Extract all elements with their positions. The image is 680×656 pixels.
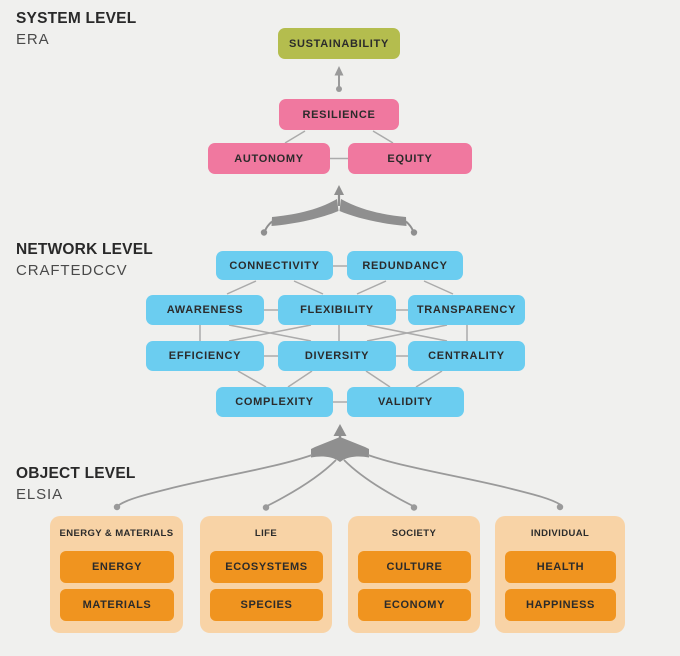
node-ecosystems: ECOSYSTEMS bbox=[210, 551, 323, 583]
node-culture: CULTURE bbox=[358, 551, 471, 583]
system-level-label: SYSTEM LEVEL ERA bbox=[16, 10, 136, 48]
node-complexity: COMPLEXITY bbox=[216, 387, 333, 417]
node-happiness: HAPPINESS bbox=[505, 589, 616, 621]
group-header: LIFE bbox=[254, 528, 278, 539]
node-diversity: DIVERSITY bbox=[278, 341, 396, 371]
node-connectivity: CONNECTIVITY bbox=[216, 251, 333, 280]
node-redundancy: REDUNDANCY bbox=[347, 251, 463, 280]
group-individual: INDIVIDUAL HEALTH HAPPINESS bbox=[495, 516, 625, 633]
node-economy: ECONOMY bbox=[358, 589, 471, 621]
object-level-title: OBJECT LEVEL bbox=[16, 465, 136, 482]
node-autonomy: AUTONOMY bbox=[208, 143, 330, 174]
node-centrality: CENTRALITY bbox=[408, 341, 525, 371]
node-awareness: AWARENESS bbox=[146, 295, 264, 325]
network-level-title: NETWORK LEVEL bbox=[16, 241, 153, 258]
node-resilience: RESILIENCE bbox=[279, 99, 399, 130]
system-connector-arrow bbox=[334, 66, 344, 92]
group-life: LIFE ECOSYSTEMS SPECIES bbox=[200, 516, 332, 633]
node-equity: EQUITY bbox=[348, 143, 472, 174]
node-species: SPECIES bbox=[210, 589, 323, 621]
node-health: HEALTH bbox=[505, 551, 616, 583]
node-transparency: TRANSPARENCY bbox=[408, 295, 525, 325]
node-materials: MATERIALS bbox=[60, 589, 174, 621]
node-flexibility: FLEXIBILITY bbox=[278, 295, 396, 325]
system-level-subtitle: ERA bbox=[16, 31, 50, 48]
object-level-label: OBJECT LEVEL ELSIA bbox=[16, 465, 136, 503]
node-validity: VALIDITY bbox=[347, 387, 464, 417]
network-object-brace bbox=[113, 424, 564, 511]
group-energy-materials: ENERGY & MATERIALS ENERGY MATERIALS bbox=[50, 516, 183, 633]
group-header: SOCIETY bbox=[391, 528, 437, 539]
object-level-subtitle: ELSIA bbox=[16, 486, 64, 503]
node-sustainability: SUSTAINABILITY bbox=[278, 28, 400, 59]
group-society: SOCIETY CULTURE ECONOMY bbox=[348, 516, 480, 633]
network-level-label: NETWORK LEVEL CRAFTEDCCV bbox=[16, 241, 153, 279]
system-level-title: SYSTEM LEVEL bbox=[16, 10, 137, 27]
group-header: INDIVIDUAL bbox=[530, 528, 590, 539]
group-header: ENERGY & MATERIALS bbox=[59, 528, 174, 539]
node-energy: ENERGY bbox=[60, 551, 174, 583]
network-level-subtitle: CRAFTEDCCV bbox=[16, 262, 128, 279]
system-tree-lines bbox=[284, 130, 394, 160]
network-mesh-lines bbox=[199, 265, 468, 403]
system-network-brace bbox=[260, 185, 418, 236]
node-efficiency: EFFICIENCY bbox=[146, 341, 264, 371]
